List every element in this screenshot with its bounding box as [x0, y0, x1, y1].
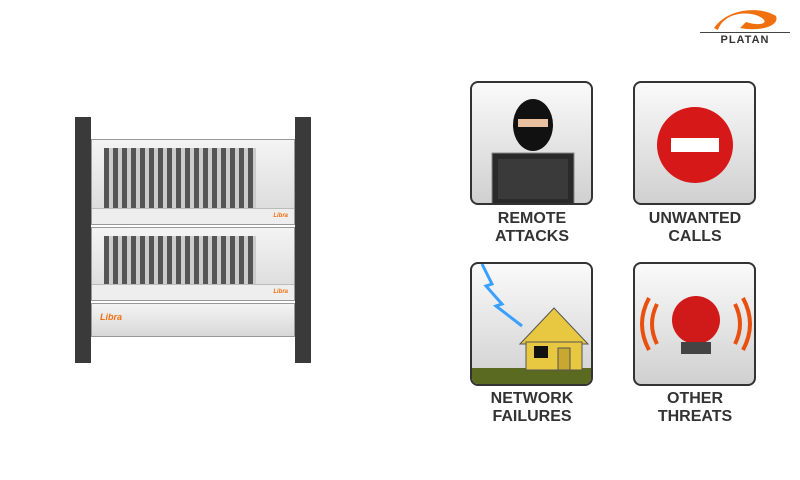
pbx-unit-2: Libra — [91, 227, 295, 301]
hacker-icon — [491, 99, 575, 203]
platan-swoosh-icon — [714, 10, 777, 30]
pbx-rack-image: Libra Libra Libra — [75, 117, 311, 363]
rack-post-right — [295, 117, 311, 363]
network-failures-tile — [470, 262, 593, 386]
rack-post-left — [75, 117, 91, 363]
platan-logo: PLATAN — [700, 8, 790, 46]
logo-text: PLATAN — [700, 32, 790, 46]
remote-attacks-tile — [470, 81, 593, 205]
lightning-house-icon — [472, 264, 591, 384]
pbx-unit-1: Libra — [91, 139, 295, 225]
no-entry-icon — [657, 107, 733, 183]
other-threats-tile — [633, 262, 756, 386]
alarm-bell-icon — [640, 296, 752, 354]
unwanted-calls-tile — [633, 81, 756, 205]
pbx-power-unit: Libra — [91, 303, 295, 337]
